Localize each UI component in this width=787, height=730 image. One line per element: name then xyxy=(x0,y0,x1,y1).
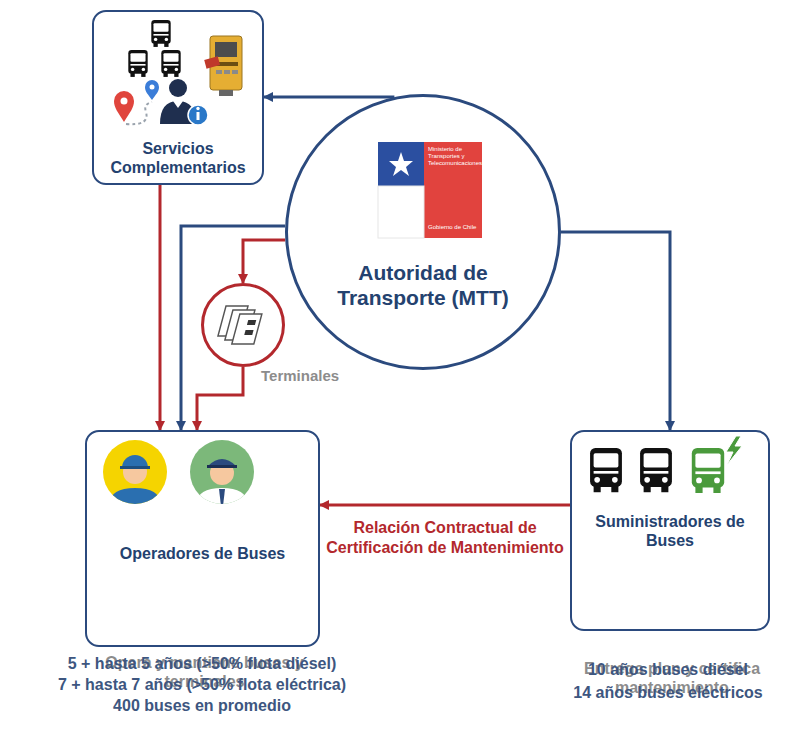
terminal-icon xyxy=(244,330,253,335)
map-pins xyxy=(114,80,159,124)
logo-text: Ministerio de Transportes y Telecomunica… xyxy=(428,146,480,167)
ticket-machine xyxy=(204,36,242,96)
map-pins xyxy=(126,102,152,124)
supplier-buses xyxy=(713,486,720,493)
info-person xyxy=(160,79,208,125)
terminal-icon xyxy=(216,306,264,344)
supplier-buses xyxy=(692,448,724,488)
circle-outline xyxy=(287,96,560,369)
supplier-buses xyxy=(695,453,720,467)
supplier-buses xyxy=(726,436,742,465)
mtt-logo xyxy=(389,152,413,176)
supplier-buses xyxy=(714,478,720,484)
driver-icon xyxy=(208,459,236,466)
mtt-logo xyxy=(378,142,424,186)
terminal-icon xyxy=(232,314,262,344)
connector-arrow xyxy=(561,232,670,430)
ticket-machine xyxy=(232,70,238,74)
contract-term: 7 + hasta 7 años (>50% flota eléctrica) xyxy=(37,675,367,694)
driver-icon xyxy=(190,440,254,506)
supplier-buses xyxy=(695,471,720,474)
supplier-buses xyxy=(695,486,702,493)
node-title: Suministradores de Buses xyxy=(578,512,762,550)
service-box: Servicios Complementarios xyxy=(92,10,264,185)
mtt-logo xyxy=(378,186,424,238)
connector-arrow xyxy=(181,226,285,430)
bus-icons xyxy=(161,50,180,77)
ticket-machine xyxy=(224,70,230,74)
connector-arrow xyxy=(159,185,162,430)
supplier-buses xyxy=(692,448,724,493)
node-title: Operadores de Buses xyxy=(120,544,285,563)
ticket-machine xyxy=(219,90,233,96)
bus-icons xyxy=(128,50,147,77)
driver-icon xyxy=(196,488,248,506)
connector-arrow xyxy=(197,367,243,430)
info-person xyxy=(197,112,200,120)
ticket-machine xyxy=(216,70,222,74)
driver-icon xyxy=(196,459,248,506)
ticket-machine xyxy=(204,56,220,68)
worker-icon xyxy=(109,455,161,506)
terminal-icon xyxy=(216,306,264,344)
node-title: Terminales xyxy=(261,367,339,385)
map-pins xyxy=(121,98,128,105)
mtt-logo xyxy=(424,142,482,238)
info-person xyxy=(173,101,183,108)
mtt-logo xyxy=(378,142,482,238)
contract-term: 14 años buses eléctricos xyxy=(553,683,783,702)
terminal-circle: Terminales xyxy=(201,283,285,367)
supplier-buses xyxy=(590,448,622,492)
connector-arrow xyxy=(264,96,394,99)
edge-label: Relación Contractual de Certificación de… xyxy=(323,517,567,559)
worker-icon xyxy=(109,488,161,506)
fleet-size: 400 buses en promedio xyxy=(37,696,367,715)
map-pins xyxy=(114,91,134,122)
worker-icon xyxy=(120,466,150,469)
map-pins xyxy=(145,80,159,100)
supplier-buses xyxy=(590,436,742,493)
operator-box: Operadores de BusesOpera y mantiene buse… xyxy=(85,430,320,647)
circle-outline xyxy=(285,94,561,370)
info-person xyxy=(188,105,208,125)
ticket-machine xyxy=(215,42,237,57)
worker-icon xyxy=(103,440,167,506)
supplier-box: Suministradores de BusesEntrega plan y c… xyxy=(570,430,770,631)
node-title: Servicios Complementarios xyxy=(100,139,256,177)
terminal-icon xyxy=(247,320,256,325)
logo-text: Gobierno de Chile xyxy=(428,224,480,231)
node-title: Autoridad de Transporte (MTT) xyxy=(323,260,523,310)
supplier-buses xyxy=(696,478,702,484)
map-pins xyxy=(150,85,155,90)
bus-icons xyxy=(151,20,170,47)
connector-arrow xyxy=(243,240,285,283)
circle-outline xyxy=(201,283,285,367)
info-person xyxy=(196,107,199,110)
connector-arrow xyxy=(320,504,570,507)
driver-icon xyxy=(207,465,237,468)
driver-icon xyxy=(219,489,225,506)
authority-circle: Autoridad de Transporte (MTT) xyxy=(285,94,561,370)
contract-term: 5 + hasta 5 años (>50% flota diésel) xyxy=(37,654,367,673)
circle-outline xyxy=(203,285,284,366)
bus-icons xyxy=(128,20,180,77)
supplier-buses xyxy=(640,448,672,492)
info-person xyxy=(169,79,187,97)
contract-term: 10 años buses diésel xyxy=(553,660,783,679)
